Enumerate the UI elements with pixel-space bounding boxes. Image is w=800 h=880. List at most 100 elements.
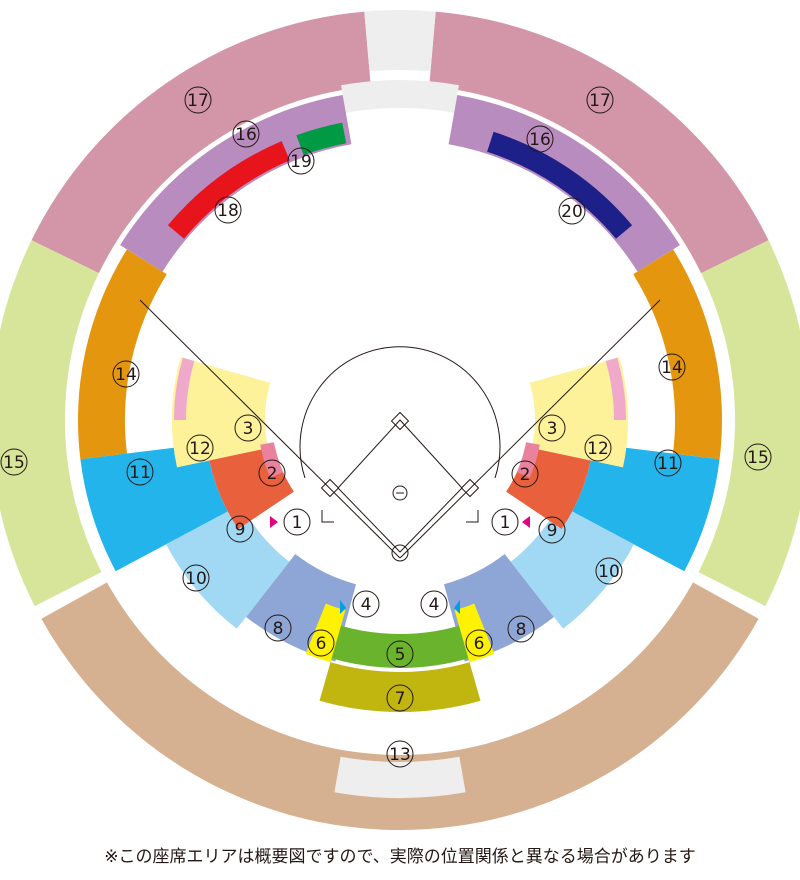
zone-17-right[interactable] (429, 11, 769, 274)
zone-number: 6 (474, 634, 485, 654)
zone-7[interactable] (319, 662, 481, 713)
zone-number: 18 (217, 201, 239, 221)
zone-16-right-label: 16 (526, 125, 554, 153)
zone-6-right[interactable] (454, 603, 495, 663)
zone-number: 9 (235, 520, 246, 540)
zone-17-left[interactable] (31, 11, 371, 274)
zone-12-right[interactable] (529, 357, 628, 468)
zone-number: 12 (587, 439, 609, 459)
zone-number: 14 (115, 365, 137, 385)
gap-bottom[interactable] (334, 756, 466, 799)
zone-number: 14 (661, 358, 683, 378)
zone-2-left-label: 2 (258, 459, 286, 487)
gap-inner-top[interactable] (341, 80, 459, 113)
zone-2-right-label: 2 (511, 460, 539, 488)
label-circle (420, 590, 448, 618)
home-plate-circle (391, 544, 409, 562)
foul-line-right (399, 299, 661, 559)
zone-6-left-label: 6 (307, 629, 335, 657)
zone-4-right[interactable] (454, 600, 460, 614)
label-circle (386, 740, 414, 768)
second-base (390, 411, 410, 431)
label-circle (307, 629, 335, 657)
label-circle (658, 353, 686, 381)
zone-number: 13 (389, 745, 411, 765)
label-circle (264, 614, 292, 642)
label-circle (538, 414, 566, 442)
label-circle (214, 196, 242, 224)
zone-1-left[interactable] (270, 516, 278, 528)
seating-zones (0, 10, 800, 831)
zone-10-left[interactable] (166, 504, 290, 629)
zone-13-label: 13 (386, 740, 414, 768)
zone-14-right-label: 14 (658, 353, 686, 381)
zone-6-left[interactable] (305, 603, 346, 663)
zone-11-right-label: 11 (654, 449, 682, 477)
label-circle (558, 197, 586, 225)
zone-9-right-label: 9 (538, 516, 566, 544)
zone-10-right[interactable] (510, 504, 634, 629)
zone-number: 20 (561, 202, 583, 222)
zone-3-left[interactable] (174, 357, 195, 420)
zone-number: 4 (361, 595, 372, 615)
zone-11-left-label: 11 (126, 458, 154, 486)
zone-15-left-label: 15 (0, 448, 28, 476)
zone-7-label: 7 (386, 684, 414, 712)
zone-number: 10 (185, 569, 207, 589)
coach-box-right (466, 510, 479, 523)
zone-19[interactable] (296, 122, 347, 155)
zone-1-right[interactable] (522, 516, 530, 528)
label-circle (0, 448, 28, 476)
zone-3-right[interactable] (605, 357, 626, 420)
label-circle (287, 147, 315, 175)
zone-number: 11 (129, 463, 151, 483)
zone-11-left[interactable] (80, 443, 228, 572)
zone-number: 1 (292, 513, 303, 533)
zone-15-right[interactable] (698, 240, 800, 607)
zone-15-left[interactable] (0, 240, 102, 607)
label-circle (182, 564, 210, 592)
label-circle (465, 629, 493, 657)
zone-20-label: 20 (558, 197, 586, 225)
zone-9-left-label: 9 (226, 515, 254, 543)
label-circle (386, 640, 414, 668)
zone-number: 5 (395, 645, 406, 665)
zone-number: 8 (273, 619, 284, 639)
label-circle (538, 516, 566, 544)
zone-10-left-label: 10 (182, 564, 210, 592)
gap-outer-top[interactable] (364, 10, 436, 72)
zone-14-left-label: 14 (112, 360, 140, 388)
zone-2-right[interactable] (516, 442, 540, 478)
zone-5[interactable] (331, 625, 469, 669)
zone-number: 15 (3, 453, 25, 473)
zone-19-label: 19 (287, 147, 315, 175)
zone-18-label: 18 (214, 196, 242, 224)
zone-18[interactable] (167, 141, 290, 239)
zone-number: 17 (187, 91, 209, 111)
zone-number: 16 (529, 130, 551, 150)
coach-box-left (321, 510, 334, 523)
zone-number: 11 (657, 454, 679, 474)
zone-13[interactable] (41, 582, 759, 831)
label-circle (283, 508, 311, 536)
label-circle (126, 458, 154, 486)
label-circle (744, 443, 772, 471)
label-circle (352, 590, 380, 618)
zone-3-right-label: 3 (538, 414, 566, 442)
label-circle (491, 508, 519, 536)
zone-12-left[interactable] (172, 357, 271, 468)
zone-4-left[interactable] (340, 600, 346, 614)
zone-11-right[interactable] (572, 443, 720, 572)
label-circle (526, 125, 554, 153)
zone-14-right[interactable] (633, 249, 722, 460)
zone-14-left[interactable] (78, 249, 167, 460)
first-base (460, 478, 480, 498)
zone-number: 8 (516, 620, 527, 640)
infield-diamond (337, 419, 463, 553)
baseball-field (139, 299, 661, 562)
zone-number: 3 (547, 419, 558, 439)
zone-1-left-label: 1 (283, 508, 311, 536)
zone-20[interactable] (487, 131, 633, 239)
